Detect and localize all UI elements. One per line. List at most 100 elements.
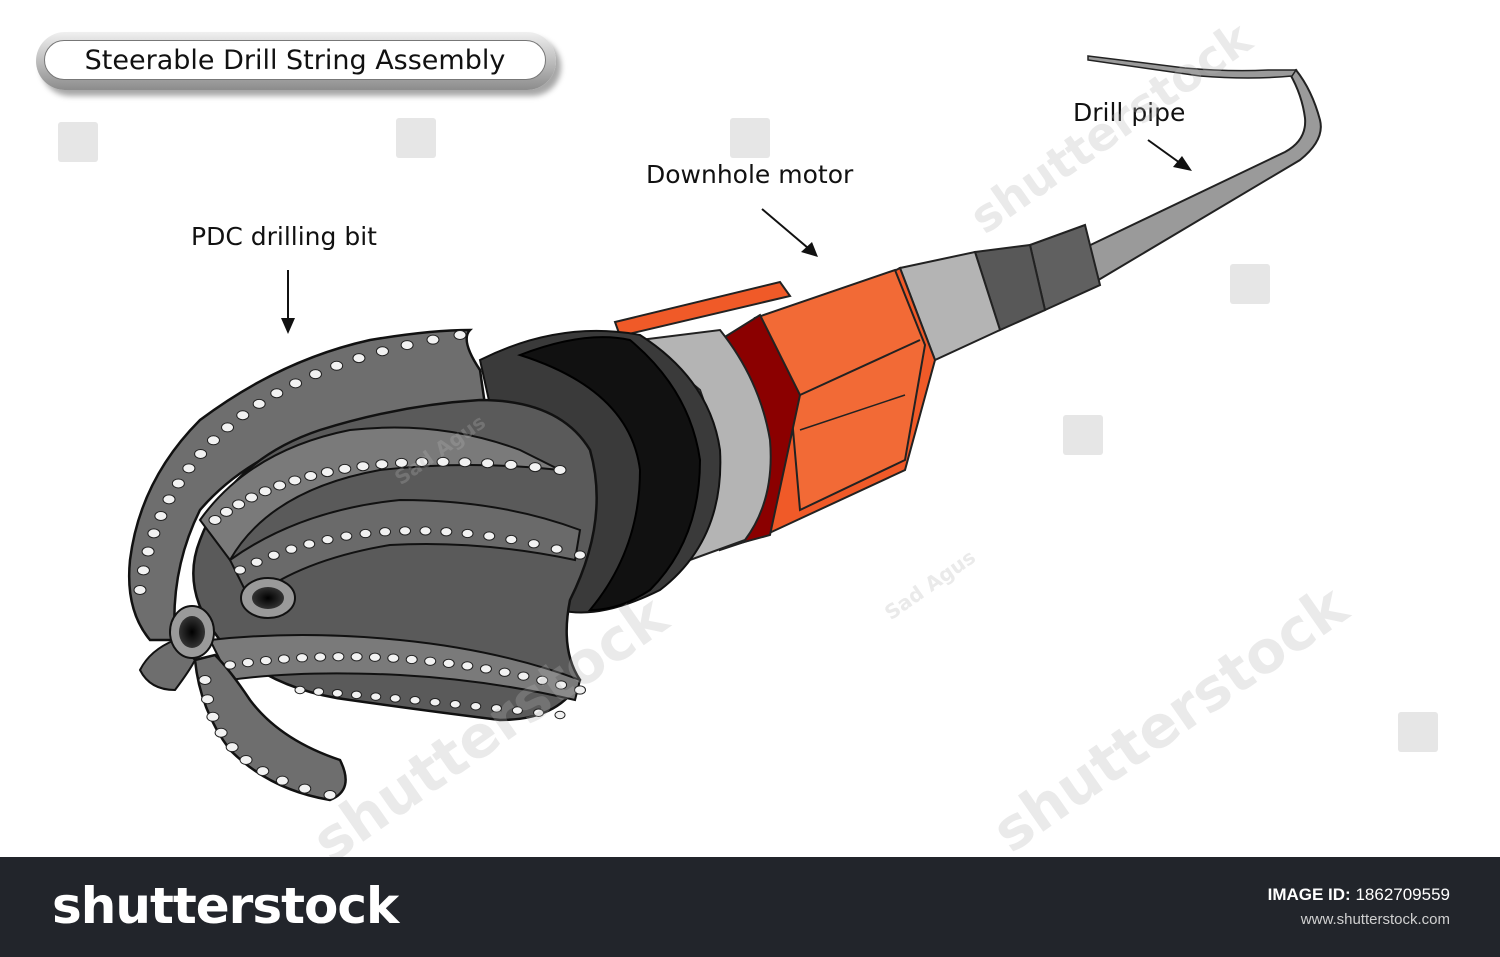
drill-pipe bbox=[1078, 55, 1322, 287]
pdc-cutter bbox=[553, 465, 567, 475]
pdc-cutter bbox=[387, 653, 400, 663]
pdc-cutter bbox=[470, 701, 482, 711]
pdc-cutter bbox=[511, 706, 523, 715]
pdc-cutter bbox=[574, 550, 586, 560]
pdc-cutter bbox=[321, 535, 334, 545]
pdc-cutter bbox=[350, 652, 363, 662]
pdc-cutter bbox=[352, 353, 366, 364]
pdc-drill-bit bbox=[127, 328, 598, 802]
pdc-cutter bbox=[258, 486, 272, 497]
pdc-cutter bbox=[288, 475, 302, 486]
pdc-cutter bbox=[309, 369, 323, 380]
pdc-cutter bbox=[162, 494, 176, 505]
pdc-cutter bbox=[320, 467, 334, 478]
label-drill-pipe: Drill pipe bbox=[1073, 98, 1186, 127]
pdc-cutter bbox=[505, 534, 518, 545]
pdc-cutter bbox=[201, 694, 215, 705]
pdc-cutter bbox=[517, 671, 530, 681]
pdc-cutter bbox=[298, 783, 312, 794]
pdc-cutter bbox=[270, 388, 284, 399]
pdc-cutter bbox=[533, 708, 545, 717]
pdc-cutter bbox=[504, 459, 518, 470]
label-pdc-drilling-bit: PDC drilling bit bbox=[191, 222, 377, 251]
pdc-cutter bbox=[375, 346, 389, 357]
pdc-cutter bbox=[350, 690, 362, 700]
pdc-cutter bbox=[285, 544, 298, 554]
pdc-cutter bbox=[277, 654, 290, 664]
pdc-cutter bbox=[154, 510, 168, 521]
pdc-cutter bbox=[314, 652, 327, 662]
pdc-cutter bbox=[338, 463, 352, 474]
pdc-cutter bbox=[323, 790, 337, 800]
diagram-title: Steerable Drill String Assembly bbox=[44, 40, 546, 80]
pdc-cutter bbox=[313, 687, 325, 696]
watermark-logo bbox=[58, 122, 98, 162]
pdc-cutter bbox=[399, 526, 412, 536]
pdc-cutter bbox=[141, 546, 155, 557]
pdc-cutter bbox=[555, 680, 568, 690]
pdc-cutter bbox=[527, 539, 540, 549]
title-banner: Steerable Drill String Assembly bbox=[36, 32, 556, 90]
pdc-cutter bbox=[440, 527, 453, 537]
pdc-cutter bbox=[458, 457, 472, 468]
pdc-cutter bbox=[232, 499, 246, 510]
watermark-logo bbox=[1063, 415, 1103, 455]
pdc-cutter bbox=[194, 448, 208, 459]
pdc-cutter bbox=[405, 654, 418, 665]
pdc-cutter bbox=[225, 742, 239, 753]
pdc-cutter bbox=[359, 528, 372, 539]
pdc-cutter bbox=[245, 492, 259, 503]
pdc-cutter bbox=[331, 688, 343, 698]
pdc-cutter bbox=[449, 699, 461, 709]
pdc-cutter bbox=[206, 435, 220, 446]
pdc-cutter bbox=[461, 661, 474, 671]
pdc-cutter bbox=[479, 664, 492, 674]
pdc-cutter bbox=[304, 470, 318, 481]
image-id: IMAGE ID: 1862709559 bbox=[1268, 885, 1450, 905]
pdc-cutter bbox=[426, 334, 440, 345]
pdc-cutter bbox=[330, 360, 344, 371]
footer-brand-logo: shutterstock bbox=[52, 877, 399, 935]
pdc-cutter bbox=[206, 711, 220, 722]
pdc-cutter bbox=[303, 539, 316, 549]
pdc-cutter bbox=[368, 652, 381, 662]
pdc-cutter bbox=[133, 585, 147, 595]
pdc-cutter bbox=[236, 410, 250, 421]
pdc-cutter bbox=[221, 422, 235, 433]
pdc-cutter bbox=[273, 480, 287, 491]
pdc-cutter bbox=[394, 457, 408, 468]
pdc-cutter bbox=[389, 694, 401, 703]
pdc-cutter bbox=[453, 330, 467, 340]
pdc-cutter bbox=[294, 685, 306, 695]
pdc-cutter bbox=[332, 652, 345, 662]
pdc-cutter bbox=[239, 754, 253, 765]
pdc-cutter bbox=[289, 378, 303, 389]
image-id-value: 1862709559 bbox=[1355, 885, 1450, 904]
pdc-cutter bbox=[198, 675, 212, 685]
pdc-cutter bbox=[147, 528, 161, 539]
pdc-cutter bbox=[267, 550, 280, 560]
image-id-label: IMAGE ID: bbox=[1267, 885, 1351, 904]
pdc-cutter bbox=[536, 675, 549, 685]
pdc-cutter bbox=[171, 478, 185, 489]
watermark-logo bbox=[1230, 264, 1270, 304]
pdc-cutter bbox=[415, 457, 429, 468]
footer-bar: shutterstock IMAGE ID: 1862709559 www.sh… bbox=[0, 857, 1500, 957]
pdc-cutter bbox=[214, 727, 228, 738]
pdc-cutters bbox=[133, 330, 586, 800]
pdc-cutter bbox=[136, 565, 150, 576]
pdc-cutter bbox=[250, 557, 263, 567]
watermark-logo bbox=[730, 118, 770, 158]
pdc-cutter bbox=[461, 528, 474, 539]
pdc-cutter bbox=[498, 667, 511, 677]
pdc-cutter bbox=[356, 461, 370, 472]
watermark-logo bbox=[396, 118, 436, 158]
diagram-canvas: Steerable Drill String Assembly PDC dril… bbox=[36, 10, 1438, 876]
pipe-sections bbox=[898, 223, 1102, 362]
pdc-cutter bbox=[259, 655, 272, 666]
pdc-cutter bbox=[241, 657, 254, 668]
pdc-cutter bbox=[256, 766, 270, 777]
pdc-cutter bbox=[252, 398, 266, 409]
pdc-cutter bbox=[490, 704, 502, 713]
pdc-cutter bbox=[379, 527, 392, 537]
